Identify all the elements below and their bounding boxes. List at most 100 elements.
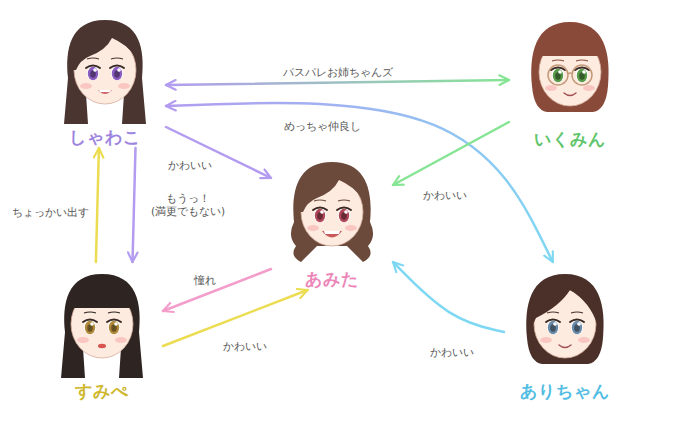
back-hair <box>531 22 608 112</box>
relation-arrow <box>163 290 308 346</box>
eye-iris <box>315 209 325 223</box>
eye-white <box>552 67 564 82</box>
blush <box>583 85 595 91</box>
eyebrow <box>84 312 96 313</box>
face-illustration <box>510 262 620 380</box>
eye-highlight <box>93 68 97 72</box>
blush <box>77 337 89 343</box>
glasses-bridge <box>568 73 572 74</box>
bangs <box>73 25 139 70</box>
blush <box>118 83 130 89</box>
relation-arrow <box>166 127 271 178</box>
relation-label: かわいい <box>166 159 214 172</box>
eye-highlight <box>114 322 118 326</box>
eye-lash <box>313 208 327 211</box>
relation-label: もうっ！ (満更でもない) <box>138 192 238 218</box>
relation-label: ちょっかい出す <box>10 206 91 219</box>
eye-white <box>111 65 123 80</box>
relation-arrow <box>163 269 271 311</box>
mouth <box>98 344 106 348</box>
eye-lash <box>575 68 589 71</box>
relation-label: かわいい <box>421 189 469 202</box>
person-node: しゃわこ <box>44 8 166 148</box>
eyebrow <box>87 58 99 59</box>
bangs <box>532 276 597 324</box>
eye-lash <box>107 320 121 323</box>
eye-highlight <box>558 70 562 74</box>
relation-label: めっちゃ仲良し <box>282 120 363 133</box>
back-hair <box>291 162 373 262</box>
eyebrow <box>338 200 350 201</box>
relation-arrow <box>96 148 99 262</box>
eye-white <box>571 319 583 334</box>
relation-arrow <box>393 262 504 332</box>
eye-white <box>87 65 99 80</box>
eye-highlight <box>344 210 348 214</box>
eye-white <box>576 67 588 82</box>
bangs <box>70 276 135 322</box>
blush <box>540 337 552 343</box>
face-illustration <box>47 262 157 380</box>
teeth <box>99 90 111 92</box>
person-name: すみぺ <box>41 380 163 402</box>
person-name: ありちゃん <box>504 380 626 402</box>
eye-highlight <box>117 68 121 72</box>
eye-iris <box>339 209 349 223</box>
relation-arrow <box>133 148 136 262</box>
eyebrow <box>552 60 564 61</box>
eye-iris <box>572 321 582 335</box>
eye-highlight <box>553 322 557 326</box>
eye-iris <box>553 69 563 83</box>
eye-white <box>314 207 326 222</box>
mouth <box>322 231 342 238</box>
eyebrow <box>576 60 588 61</box>
face-illustration <box>50 8 160 126</box>
eye-lash <box>551 68 565 71</box>
blush <box>80 83 92 89</box>
blush <box>115 337 127 343</box>
eye-highlight <box>582 70 586 74</box>
bangs <box>300 167 366 212</box>
relation-label: かわいい <box>428 346 476 359</box>
back-hair <box>64 20 146 124</box>
eye-white <box>547 319 559 334</box>
face-illustration <box>277 150 387 268</box>
blush <box>345 225 357 231</box>
eye-highlight <box>577 322 581 326</box>
mouth <box>559 345 571 348</box>
eye-lash <box>83 320 97 323</box>
bangs <box>538 24 603 70</box>
eye-iris <box>577 69 587 83</box>
person-name: いくみん <box>509 128 631 150</box>
eye-highlight <box>90 322 94 326</box>
eye-lash <box>110 66 124 69</box>
mouth <box>98 90 112 94</box>
back-hair <box>526 274 603 364</box>
person-node: すみぺ <box>41 262 163 402</box>
eye-lash <box>337 208 351 211</box>
eyebrow <box>111 58 123 59</box>
blush <box>307 225 319 231</box>
eye-lash <box>570 320 584 323</box>
relation-label: 憧れ <box>192 274 218 287</box>
eye-iris <box>548 321 558 335</box>
relation-label: パスパレお姉ちゃんズ <box>281 66 395 79</box>
eye-lash <box>546 320 560 323</box>
person-name: あみた <box>271 268 393 290</box>
eyebrow <box>314 200 326 201</box>
relation-label: かわいい <box>221 340 269 353</box>
eye-lash <box>86 66 100 69</box>
relation-arrow <box>166 80 509 85</box>
eye-white <box>108 319 120 334</box>
person-node: ありちゃん <box>504 262 626 402</box>
blush <box>578 337 590 343</box>
eye-iris <box>109 321 119 335</box>
eye-iris <box>112 67 122 81</box>
face-illustration <box>515 10 625 128</box>
glasses-rim <box>572 65 592 85</box>
relation-arrow <box>393 122 509 185</box>
eye-highlight <box>320 210 324 214</box>
blush <box>545 85 557 91</box>
teeth <box>324 231 340 234</box>
